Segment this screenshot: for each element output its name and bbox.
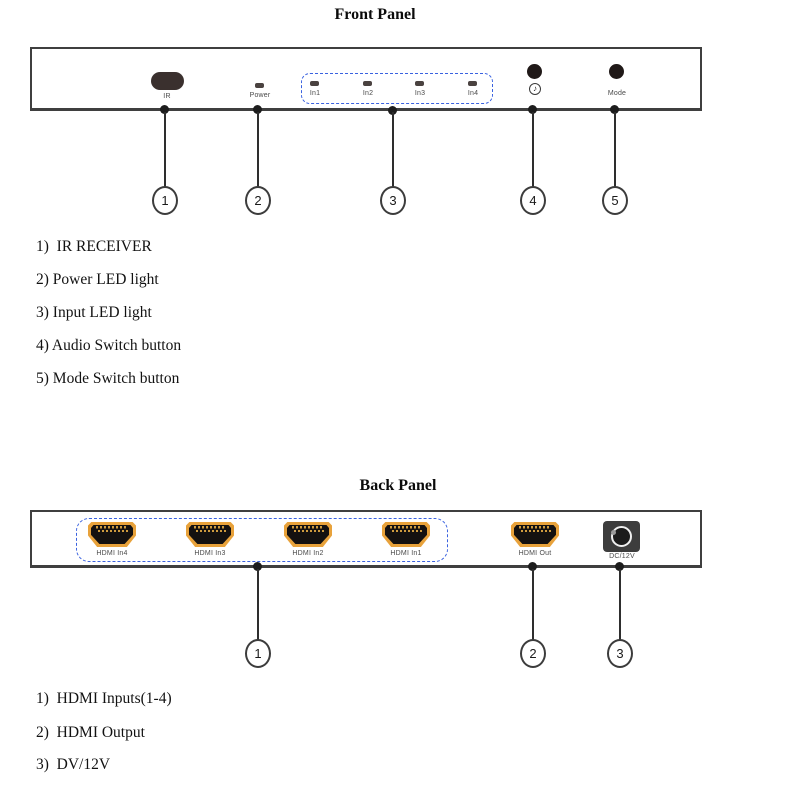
hdmi-in2-port — [284, 522, 332, 547]
callout-dot — [388, 106, 397, 115]
callout-dot — [253, 105, 262, 114]
front-list-item-2: 2) Power LED light — [36, 271, 159, 288]
dc-label: DC/12V — [609, 553, 635, 560]
callout-circle-5: 5 — [602, 186, 628, 215]
callout-dot — [615, 562, 624, 571]
mode-switch-button — [609, 64, 624, 79]
input-led-3 — [415, 81, 424, 86]
front-panel-diagram: IR Power In1 In2 In3 In4 ♪ Mode — [30, 47, 702, 111]
callout-circle-2: 2 — [520, 639, 546, 668]
callout-line — [532, 569, 534, 640]
callout-line — [392, 112, 394, 187]
hdmi-in1-port — [382, 522, 430, 547]
input-led-4 — [468, 81, 477, 86]
callout-line — [257, 112, 259, 187]
hdmi-pins — [519, 526, 551, 532]
input-led-1 — [310, 81, 319, 86]
back-list-item-3: 3) DV/12V — [36, 756, 111, 773]
callout-line — [532, 112, 534, 187]
hdmi-pins — [194, 526, 226, 532]
ir-receiver-window — [151, 72, 184, 90]
callout-dot — [528, 562, 537, 571]
front-panel-title: Front Panel — [334, 6, 416, 23]
input-led-4-label: In4 — [467, 90, 479, 97]
callout-circle-2: 2 — [245, 186, 271, 215]
hdmi-pins — [292, 526, 324, 532]
input-led-group-highlight — [301, 73, 493, 104]
callout-dot — [253, 562, 262, 571]
front-list-item-4: 4) Audio Switch button — [36, 337, 182, 354]
callout-dot — [528, 105, 537, 114]
front-list-item-3: 3) Input LED light — [36, 304, 152, 321]
music-note-icon: ♪ — [529, 83, 541, 95]
callout-line — [164, 112, 166, 187]
callout-circle-1: 1 — [245, 639, 271, 668]
hdmi-out-label: HDMI Out — [518, 550, 552, 557]
hdmi-pins — [96, 526, 128, 532]
hdmi-in1-label: HDMI In1 — [390, 550, 422, 557]
callout-line — [257, 569, 259, 640]
ir-label: IR — [163, 93, 171, 100]
mode-label: Mode — [607, 90, 627, 97]
callout-circle-4: 4 — [520, 186, 546, 215]
hdmi-in2-label: HDMI In2 — [292, 550, 324, 557]
dc-jack-ring — [611, 526, 632, 547]
power-led — [255, 83, 264, 88]
power-label: Power — [249, 92, 271, 99]
front-list-item-1: 1) IR RECEIVER — [36, 238, 152, 255]
dc-power-jack — [603, 521, 640, 552]
callout-line — [619, 569, 621, 640]
input-led-1-label: In1 — [309, 90, 321, 97]
hdmi-input-group-highlight — [76, 518, 448, 562]
back-list-item-1: 1) HDMI Inputs(1-4) — [36, 690, 172, 707]
hdmi-in3-label: HDMI In3 — [194, 550, 226, 557]
hdmi-in4-port — [88, 522, 136, 547]
callout-circle-3: 3 — [607, 639, 633, 668]
callout-dot — [610, 105, 619, 114]
back-panel-title: Back Panel — [359, 477, 437, 494]
hdmi-out-port — [511, 522, 559, 547]
hdmi-pins — [390, 526, 422, 532]
input-led-3-label: In3 — [414, 90, 426, 97]
input-led-2 — [363, 81, 372, 86]
callout-circle-3: 3 — [380, 186, 406, 215]
callout-dot — [160, 105, 169, 114]
audio-switch-button — [527, 64, 542, 79]
input-led-2-label: In2 — [362, 90, 374, 97]
front-list-item-5: 5) Mode Switch button — [36, 370, 180, 387]
back-list-item-2: 2) HDMI Output — [36, 724, 145, 741]
hdmi-in4-label: HDMI In4 — [96, 550, 128, 557]
dc-jack-pin — [611, 530, 616, 535]
callout-circle-1: 1 — [152, 186, 178, 215]
back-panel-diagram: HDMI In4 HDMI In3 HDMI In2 HDMI In1 — [30, 510, 702, 568]
callout-line — [614, 112, 616, 187]
hdmi-in3-port — [186, 522, 234, 547]
